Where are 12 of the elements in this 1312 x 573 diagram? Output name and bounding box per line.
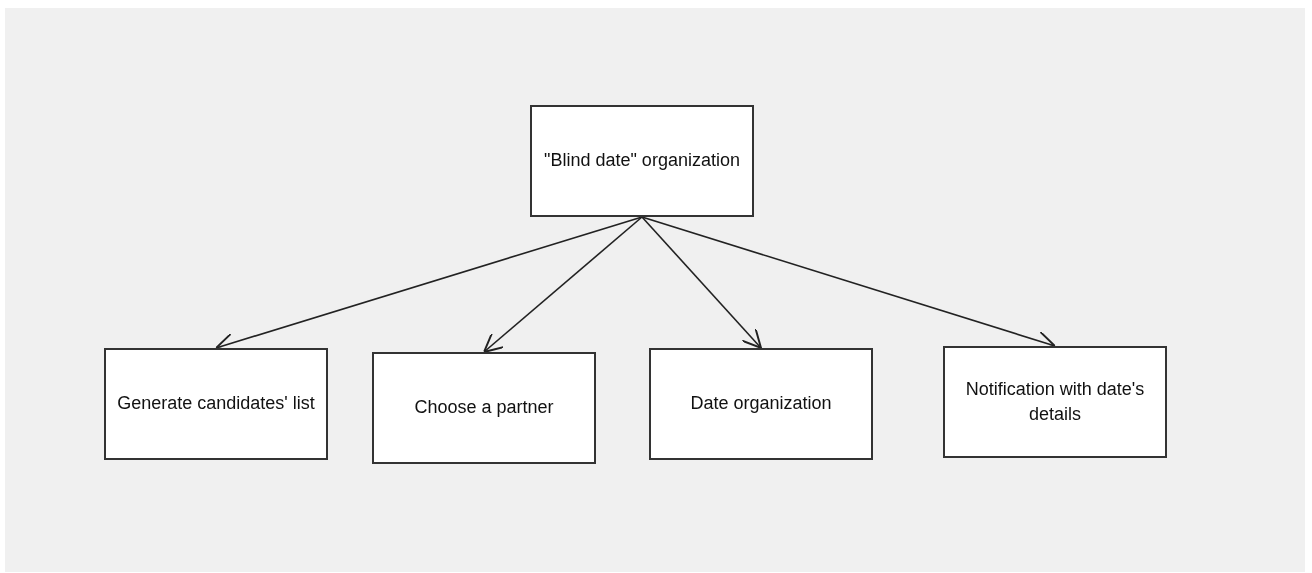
box-label: Choose a partner (413, 396, 555, 420)
box-label: "Blind date" organization (543, 149, 741, 173)
box-label: Generate candidates' list (116, 392, 316, 416)
process-box (649, 348, 873, 460)
arrow (641, 216, 762, 349)
box-label: Date organization (689, 392, 833, 416)
process-box (372, 352, 596, 464)
process-box (104, 348, 328, 460)
process-box (943, 346, 1167, 458)
box-label: Notification with date's details (964, 377, 1146, 426)
arrow (483, 216, 643, 353)
process-box (530, 105, 754, 217)
